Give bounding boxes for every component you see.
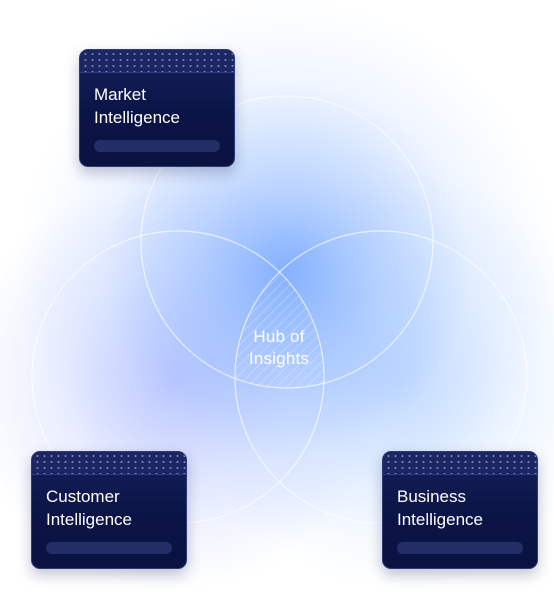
hub-label-line-1: Hub of bbox=[253, 327, 305, 346]
circle-market bbox=[140, 95, 434, 389]
customer-intelligence-card: Customer Intelligence bbox=[31, 451, 187, 569]
card-title-line-1: Market bbox=[94, 85, 146, 104]
card-placeholder-bar bbox=[46, 542, 172, 554]
card-dot-header bbox=[32, 452, 186, 475]
market-intelligence-card: Market Intelligence bbox=[79, 49, 235, 167]
card-title-line-2: Intelligence bbox=[397, 510, 484, 529]
circle-business bbox=[234, 230, 528, 524]
card-title: Market Intelligence bbox=[94, 83, 180, 129]
card-title-line-1: Business bbox=[397, 487, 466, 506]
card-dot-header bbox=[80, 50, 234, 73]
card-title-line-2: Intelligence bbox=[46, 510, 133, 529]
hub-label-line-2: Insights bbox=[248, 349, 310, 368]
card-placeholder-bar bbox=[94, 140, 220, 152]
card-title: Business Intelligence bbox=[397, 485, 483, 531]
card-title-line-2: Intelligence bbox=[94, 108, 181, 127]
card-title: Customer Intelligence bbox=[46, 485, 132, 531]
business-intelligence-card: Business Intelligence bbox=[382, 451, 538, 569]
card-placeholder-bar bbox=[397, 542, 523, 554]
card-title-line-1: Customer bbox=[46, 487, 120, 506]
hub-label: Hub of Insights bbox=[227, 326, 331, 370]
card-dot-header bbox=[383, 452, 537, 475]
